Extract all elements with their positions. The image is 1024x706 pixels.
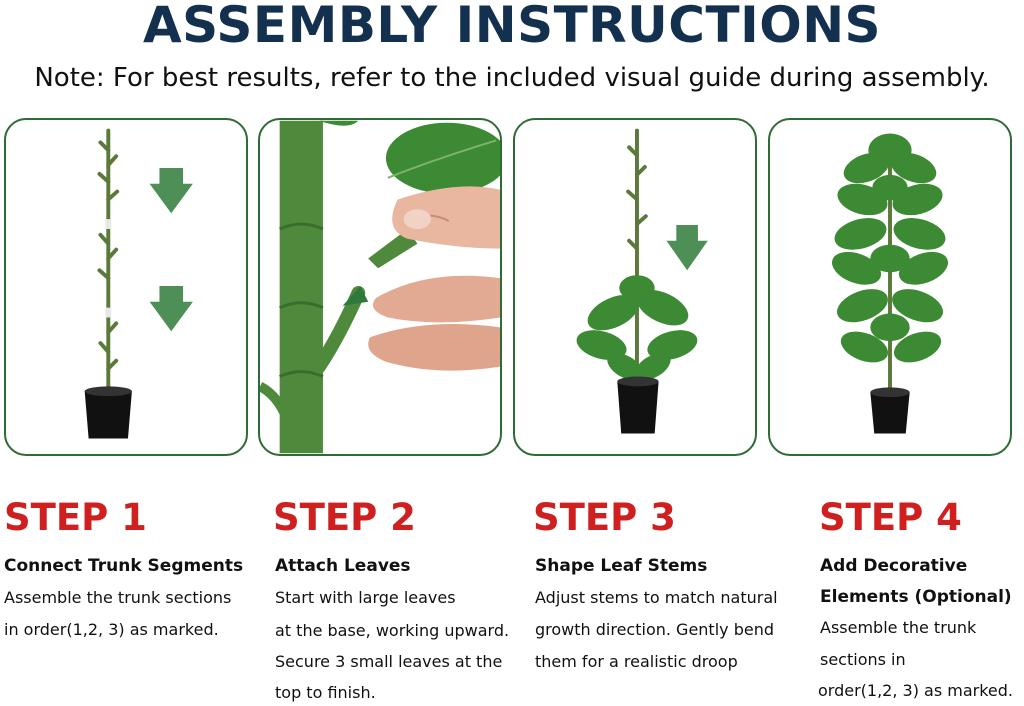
assembly-note: Note: For best results, refer to the inc… (34, 63, 990, 93)
step-2-title: STEP 2 (273, 496, 416, 539)
step-2-line: Secure 3 small leaves at the (275, 652, 503, 671)
step-1-title: STEP 1 (4, 496, 147, 539)
step-3-line: Adjust stems to match natural (535, 588, 778, 607)
down-arrow-icon (666, 225, 708, 271)
shape-stems-illustration (576, 128, 708, 434)
step-4-title: STEP 4 (819, 496, 962, 539)
step-2-line: at the base, working upward. (275, 621, 510, 640)
trunk-segments-illustration (84, 128, 193, 439)
attach-leaf-image (258, 118, 502, 456)
down-arrow-icon (149, 167, 193, 214)
step-3-line: growth direction. Gently bend (535, 620, 774, 639)
step-2-line: Start with large leaves (275, 588, 456, 607)
step-3-title: STEP 3 (533, 496, 676, 539)
step-4-subtitle: Elements (Optional) (820, 587, 1012, 607)
up-arrow-icon (342, 286, 369, 306)
step-1-subtitle: Connect Trunk Segments (4, 556, 244, 576)
trunk-segments-image (4, 118, 248, 456)
step-4-line: order(1,2, 3) as marked. (818, 681, 1014, 700)
finished-plant-image (768, 118, 1012, 456)
step-2-line: top to finish. (275, 683, 376, 702)
shape-stems-image (513, 118, 757, 456)
page-title: ASSEMBLY INSTRUCTIONS (142, 0, 882, 54)
finished-plant-illustration (832, 133, 948, 434)
step-4-line: Assemble the trunk (820, 618, 977, 637)
step-1-line: Assemble the trunk sections (4, 588, 232, 607)
step-4-subtitle: Add Decorative (820, 556, 968, 576)
step-4-line: sections in (820, 650, 906, 669)
step-1-line: in order(1,2, 3) as marked. (4, 620, 219, 639)
step-3-line: them for a realistic droop (535, 652, 738, 671)
down-arrow-icon (149, 286, 193, 332)
step-2-subtitle: Attach Leaves (275, 556, 411, 576)
attach-leaf-illustration (260, 120, 500, 454)
step-3-subtitle: Shape Leaf Stems (535, 556, 708, 576)
